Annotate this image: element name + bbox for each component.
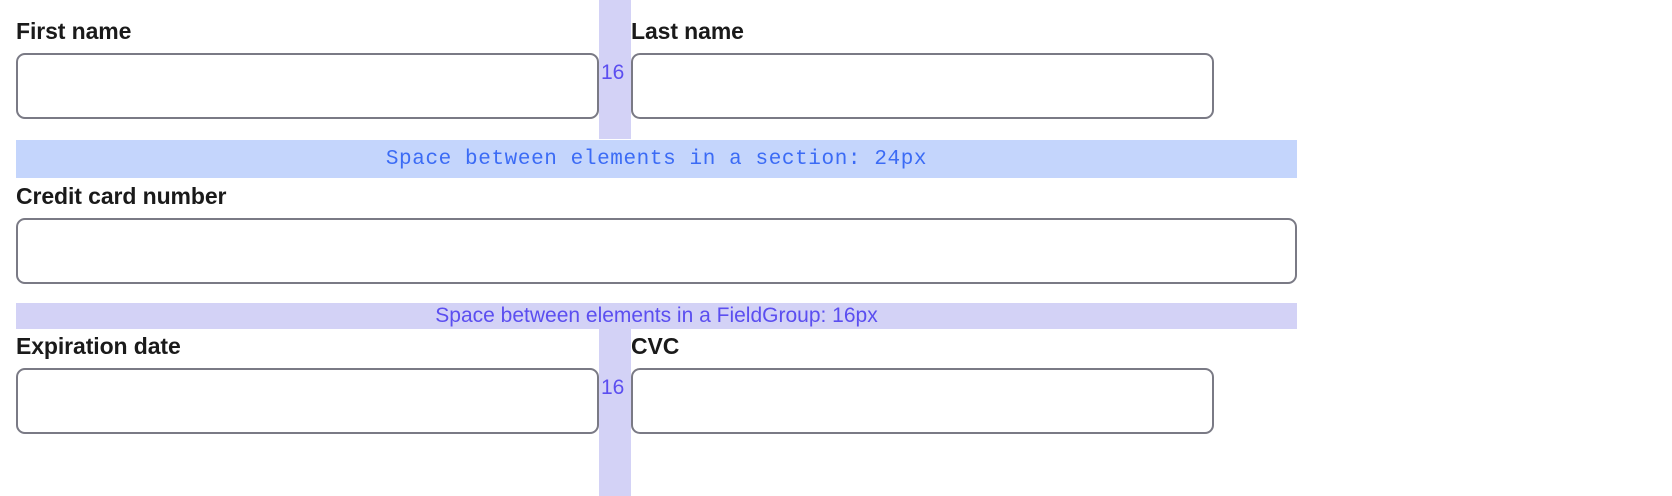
column-gap-strip-bottom: 16 xyxy=(599,329,631,496)
field-input-last-name[interactable] xyxy=(631,53,1214,119)
field-label-first-name: First name xyxy=(16,18,136,44)
field-label-credit-card-number: Credit card number xyxy=(16,183,231,209)
fieldgroup-spacing-label: Space between elements in a FieldGroup: … xyxy=(435,304,878,327)
field-cvc: CVC xyxy=(631,333,1214,434)
field-last-name: Last name xyxy=(631,18,1214,119)
field-input-expiration-date[interactable] xyxy=(16,368,599,434)
form-area: 16 First name Last name Space between el… xyxy=(16,0,1297,496)
field-input-first-name[interactable] xyxy=(16,53,599,119)
column-gap-label-top: 16 xyxy=(601,61,625,84)
field-input-credit-card-number[interactable] xyxy=(16,218,1297,284)
field-credit-card-number: Credit card number xyxy=(16,183,1297,284)
field-first-name: First name xyxy=(16,18,599,119)
section-spacing-label: Space between elements in a section: 24p… xyxy=(385,147,928,171)
field-label-cvc: CVC xyxy=(631,333,684,359)
section-spacing-band: Space between elements in a section: 24p… xyxy=(16,140,1297,178)
column-gap-label-bottom: 16 xyxy=(601,376,625,399)
fieldgroup-spacing-band: Space between elements in a FieldGroup: … xyxy=(16,303,1297,329)
field-label-expiration-date: Expiration date xyxy=(16,333,185,359)
field-label-last-name: Last name xyxy=(631,18,748,44)
column-gap-strip-top: 16 xyxy=(599,0,631,139)
field-expiration-date: Expiration date xyxy=(16,333,599,434)
field-input-cvc[interactable] xyxy=(631,368,1214,434)
